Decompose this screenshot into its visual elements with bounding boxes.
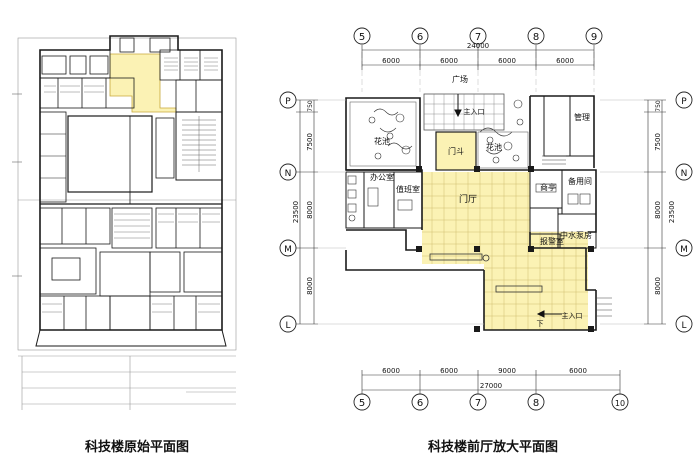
axis-top-5: 5 [359,32,365,43]
axis-bottom-8: 8 [533,398,539,409]
label-storage: 备用间 [568,176,592,186]
axis-bottom-6: 6 [417,398,423,409]
label-management: 管理 [574,112,590,122]
axis-left-n: N [285,169,292,179]
flower-bed-gardens [349,99,529,169]
door-bucket-area [435,131,477,171]
dim-top-span-3: 6000 [498,57,516,65]
axis-bubbles [279,27,693,411]
dim-left-span-1: 750 [307,100,314,112]
axis-top-9: 9 [591,32,597,43]
label-flower-bed-left: 花池 [374,136,390,146]
entry-canopy [423,93,505,131]
axis-bottom-7: 7 [475,398,481,409]
lobby-enlarged-plan [345,52,612,332]
south-desks [42,213,220,313]
south-block-rooms [39,207,223,331]
dim-top-span-2: 6000 [440,57,458,65]
dim-bottom-span-1: 6000 [382,367,400,375]
dim-right-span-3: 8000 [654,201,662,219]
label-pump-room: 中水泵房 [560,230,592,240]
label-main-entrance-top: 主入口 [464,107,485,116]
axis-top-6: 6 [417,32,423,43]
dim-right-span-4: 8000 [654,277,662,295]
entrance-steps [18,355,236,410]
stair [542,155,612,317]
axis-left-l: L [285,321,290,331]
lecture-hall [155,111,223,181]
dim-left-span-4: 8000 [306,277,314,295]
dim-bottom-span-3: 9000 [498,367,516,375]
dimension-lines [296,45,666,395]
office-desks [367,183,591,211]
caption-lobby-plan: 科技楼前厅放大平面图 [428,440,559,455]
axis-left-p: P [285,97,291,107]
axis-right-n: N [681,169,688,179]
dim-bottom-span-2: 6000 [440,367,458,375]
reception-counter [429,253,543,293]
dim-left-total: 23500 [292,201,300,223]
dim-right-total: 23500 [668,201,676,223]
structural-columns [416,166,594,332]
highlighted-lobby-area [109,53,177,113]
dim-right-span-2: 7500 [654,133,662,151]
label-alarm-room: 报警室 [540,236,564,246]
toilet-fixtures [347,175,357,222]
label-door-bucket: 门斗 [448,146,464,156]
label-plaza: 广场 [452,74,468,84]
axis-top-7: 7 [475,32,481,43]
dim-top-span-4: 6000 [556,57,574,65]
label-down: 下 [537,320,544,328]
dim-right-span-1: 750 [655,100,662,112]
inner-rooms [345,95,597,249]
label-lobby: 门厅 [459,193,477,205]
entry-arrows [454,94,562,318]
axis-right-m: M [680,245,688,255]
courtyard [39,111,153,203]
axis-bottom-10: 10 [615,399,625,408]
axis-top-8: 8 [533,32,539,43]
caption-original-plan: 科技楼原始平面图 [85,440,190,455]
label-flower-bed-right: 花池 [486,142,502,152]
north-wing-rooms [39,37,223,113]
dim-bottom-total: 27000 [480,382,502,390]
dim-top-total: 24000 [467,42,489,50]
dim-left-span-2: 7500 [306,133,314,151]
grid-lines [361,52,595,92]
label-shop: 商亭 [540,182,556,192]
dim-bottom-span-4: 6000 [569,367,587,375]
highlighted-lobby-floor [422,172,588,330]
desk-rows [44,57,218,93]
dim-left-span-3: 8000 [306,201,314,219]
axis-right-p: P [681,97,687,107]
dim-top-span-1: 6000 [382,57,400,65]
label-main-entrance-bottom: 主入口 [562,311,583,320]
axis-right-l: L [681,321,686,331]
original-floor-plan [12,35,237,410]
axis-left-m: M [284,245,292,255]
axis-bottom-5: 5 [359,398,365,409]
label-office: 办公室 [370,172,394,182]
label-duty-room: 值班室 [396,184,420,194]
